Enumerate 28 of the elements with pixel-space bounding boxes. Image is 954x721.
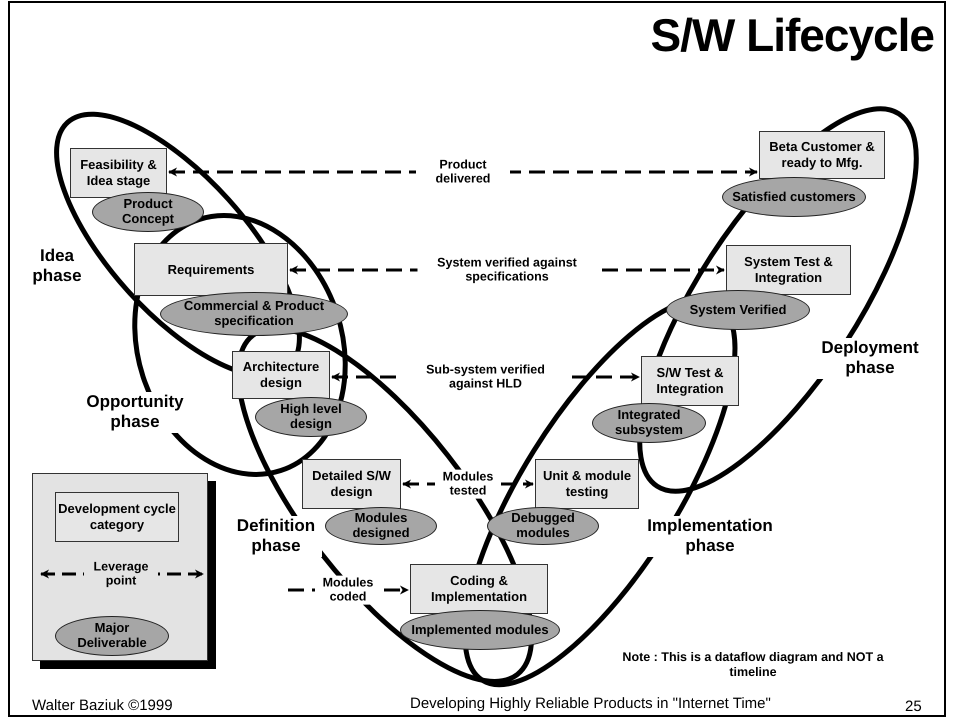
stage-box: Feasibility & Idea stage <box>70 148 167 198</box>
deliverable-ellipse: Integrated subsystem <box>592 403 706 443</box>
stage-box: System Test & Integration <box>726 245 851 295</box>
stage-box: Beta Customer & ready to Mfg. <box>759 131 885 179</box>
stage-box: Requirements <box>134 243 288 296</box>
deliverable-ellipse: Commercial & Product specification <box>160 292 348 336</box>
footer-text: Developing Highly Reliable Products in "Internet Time" <box>410 695 771 713</box>
edge-label: Modules tested <box>435 470 501 498</box>
deliverable-ellipse: System Verified <box>666 290 810 330</box>
note-text: Note : This is a dataflow diagram and NOT a timeline <box>621 650 885 680</box>
stage-box: Unit & module testing <box>535 459 639 509</box>
deliverable-ellipse: Modules designed <box>325 507 437 545</box>
stage-box: Coding & Implementation <box>410 564 548 614</box>
deliverable-ellipse: Satisfied customers <box>722 177 866 217</box>
footer-text: Walter Baziuk ©1999 <box>32 697 173 715</box>
stage-box: Detailed S/W design <box>302 459 401 509</box>
legend-text: Leverage point <box>84 560 158 588</box>
deliverable-ellipse: Debugged modules <box>487 507 599 545</box>
legend-ellipse-sample: Major Deliverable <box>55 616 169 656</box>
deliverable-ellipse: High level design <box>255 397 367 437</box>
stage-box: Architecture design <box>232 351 330 399</box>
stage-box: S/W Test & Integration <box>641 356 739 406</box>
legend-box-sample: Development cycle category <box>55 492 179 542</box>
deliverable-ellipse: Product Concept <box>92 192 204 232</box>
edge-label: System verified against specifications <box>418 256 596 284</box>
slide-title: S/W Lifecycle <box>650 8 934 62</box>
deliverable-ellipse: Implemented modules <box>400 610 560 650</box>
page-number: 25 <box>905 698 922 716</box>
